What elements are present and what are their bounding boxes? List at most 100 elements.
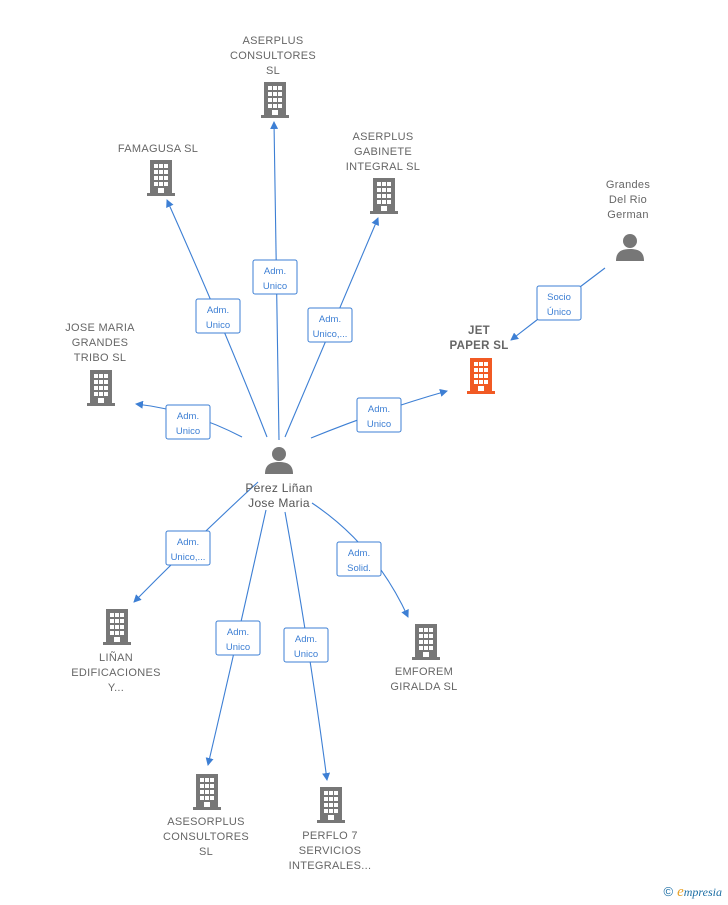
edge-label-text: Unico <box>226 642 250 653</box>
edge-label[interactable]: Adm. Unico <box>215 620 261 656</box>
edge-to-famagusa: Adm. Unico <box>166 199 268 438</box>
node-emforem[interactable]: EMFOREM GIRALDA SL <box>390 624 457 693</box>
building-icon <box>87 370 115 406</box>
node-jet-paper[interactable]: JET PAPER SL <box>449 325 508 394</box>
node-label-line: Perez Liñan <box>245 481 312 495</box>
building-icon <box>103 609 131 645</box>
edge-label[interactable]: Adm. Unico <box>252 259 298 295</box>
edge-label-text: Unico <box>176 426 200 437</box>
edge-label[interactable]: Adm. Unico,... <box>307 307 353 343</box>
edge-label[interactable]: Adm.Solid. <box>336 541 382 577</box>
edge-label-box <box>252 259 298 295</box>
node-label-line: SL <box>199 846 213 858</box>
node-label-line: Y... <box>108 682 124 694</box>
edge-label-text: Adm. <box>368 404 390 415</box>
edge-label[interactable]: Adm. Unico <box>165 404 211 440</box>
edge-to-linan: Adm. Unico,... <box>133 481 259 603</box>
edge-label-box <box>536 285 582 321</box>
node-label-line: GIRALDA SL <box>390 681 457 693</box>
building-icon <box>317 787 345 823</box>
node-label-line: JOSE MARIA <box>65 322 135 334</box>
edge-label-text: Adm. <box>207 305 229 316</box>
edge-label-box <box>215 620 261 656</box>
brand-logo-e: e <box>677 884 684 900</box>
building-icon <box>193 774 221 810</box>
edge-label-text: Unico <box>367 419 391 430</box>
edge-label-text: Adm. <box>177 537 199 548</box>
edge-label-text: Adm. <box>264 266 286 277</box>
building-icon <box>147 160 175 196</box>
node-label-line: German <box>607 209 649 221</box>
node-label-line: GABINETE <box>354 146 412 158</box>
edge-to-emforem: Adm.Solid. <box>311 502 409 618</box>
person-icon <box>616 234 644 261</box>
node-label-line: EMFOREM <box>395 666 453 678</box>
node-label-line: LIÑAN <box>99 651 133 664</box>
node-label-line: Grandes <box>606 179 650 191</box>
edge-label-box <box>195 298 241 334</box>
edge-label-text: Unico,... <box>313 329 348 340</box>
node-label-line: CONSULTORES <box>230 50 316 62</box>
edge-to-jet-paper: Adm. Unico <box>310 389 448 439</box>
node-aserplus-gabinete[interactable]: ASERPLUS GABINETE INTEGRAL SL <box>346 131 420 214</box>
edge-label-box <box>307 307 353 343</box>
copyright-icon: © <box>663 884 674 899</box>
edge-label-text: Adm. <box>295 634 317 645</box>
node-label-line: ASESORPLUS <box>167 816 245 828</box>
node-aserplus-consultores[interactable]: ASERPLUS CONSULTORES SL <box>230 35 316 118</box>
edge-to-perflo7: Adm. Unico <box>283 511 331 781</box>
edge-label[interactable]: Adm. Unico <box>283 627 329 663</box>
node-label-line: TRIBO SL <box>74 352 127 364</box>
edge-to-asesorplus: Adm. Unico <box>205 509 267 766</box>
edge-label-text: Unico <box>206 320 230 331</box>
edge-label-text: Único <box>547 307 571 318</box>
edge-to-jose-maria-grandes: Adm. Unico <box>135 400 243 440</box>
building-icon <box>370 178 398 214</box>
edge-label-text: Adm. <box>319 314 341 325</box>
edge-label-box <box>165 404 211 440</box>
edge-label[interactable]: Adm. Unico,... <box>165 530 211 566</box>
node-label-line: PERFLO 7 <box>302 830 358 842</box>
node-jose-maria-grandes[interactable]: JOSE MARIA GRANDES TRIBO SL <box>65 322 135 406</box>
node-label-line: Del Rio <box>609 194 647 206</box>
person-icon <box>265 447 293 474</box>
node-label-line: ASERPLUS <box>352 131 413 143</box>
edge-label[interactable]: Adm. Unico <box>195 298 241 334</box>
node-label-line: INTEGRALES... <box>289 860 372 872</box>
edge-label-text: Adm. <box>177 411 199 422</box>
node-linan-edificaciones[interactable]: LIÑANEDIFICACIONESY... <box>71 609 160 694</box>
edge-label-text: Solid. <box>347 563 371 574</box>
node-asesorplus[interactable]: ASESORPLUS CONSULTORES SL <box>163 774 249 858</box>
edge-label-text: Unico,... <box>171 552 206 563</box>
edge-label-box <box>336 541 382 577</box>
edge-label-text: Unico <box>263 281 287 292</box>
empresia-brand[interactable]: ©empresia <box>664 884 723 901</box>
node-perflo7[interactable]: PERFLO 7SERVICIOSINTEGRALES... <box>289 787 372 872</box>
node-label-line: PAPER SL <box>449 340 508 352</box>
building-icon <box>261 82 289 118</box>
edge-label-text: Unico <box>294 649 318 660</box>
node-label-line: CONSULTORES <box>163 831 249 843</box>
node-label-line: INTEGRAL SL <box>346 161 420 173</box>
node-famagusa[interactable]: FAMAGUSA SL <box>118 143 198 196</box>
node-label-line: GRANDES <box>72 337 129 349</box>
node-label-line: FAMAGUSA SL <box>118 143 198 155</box>
edge-label-box <box>283 627 329 663</box>
node-label-line: ASERPLUS <box>242 35 303 47</box>
edge-label-text: Socio <box>547 292 571 303</box>
brand-logo-text: mpresia <box>683 885 722 899</box>
node-label-line: JET <box>468 325 490 337</box>
edges-layer: Adm.UnicoAdm.UnicoAdm.Unico,...Adm.Unico… <box>133 121 606 781</box>
node-label-line: SL <box>266 65 280 77</box>
edge-to-aserplus-gabinete: Adm. Unico,... <box>284 217 379 438</box>
node-label-line: Jose Maria <box>248 496 310 510</box>
edge-label-box <box>165 530 211 566</box>
edge-label-text: Adm. <box>227 627 249 638</box>
edge-label[interactable]: Adm. Unico <box>356 397 402 433</box>
